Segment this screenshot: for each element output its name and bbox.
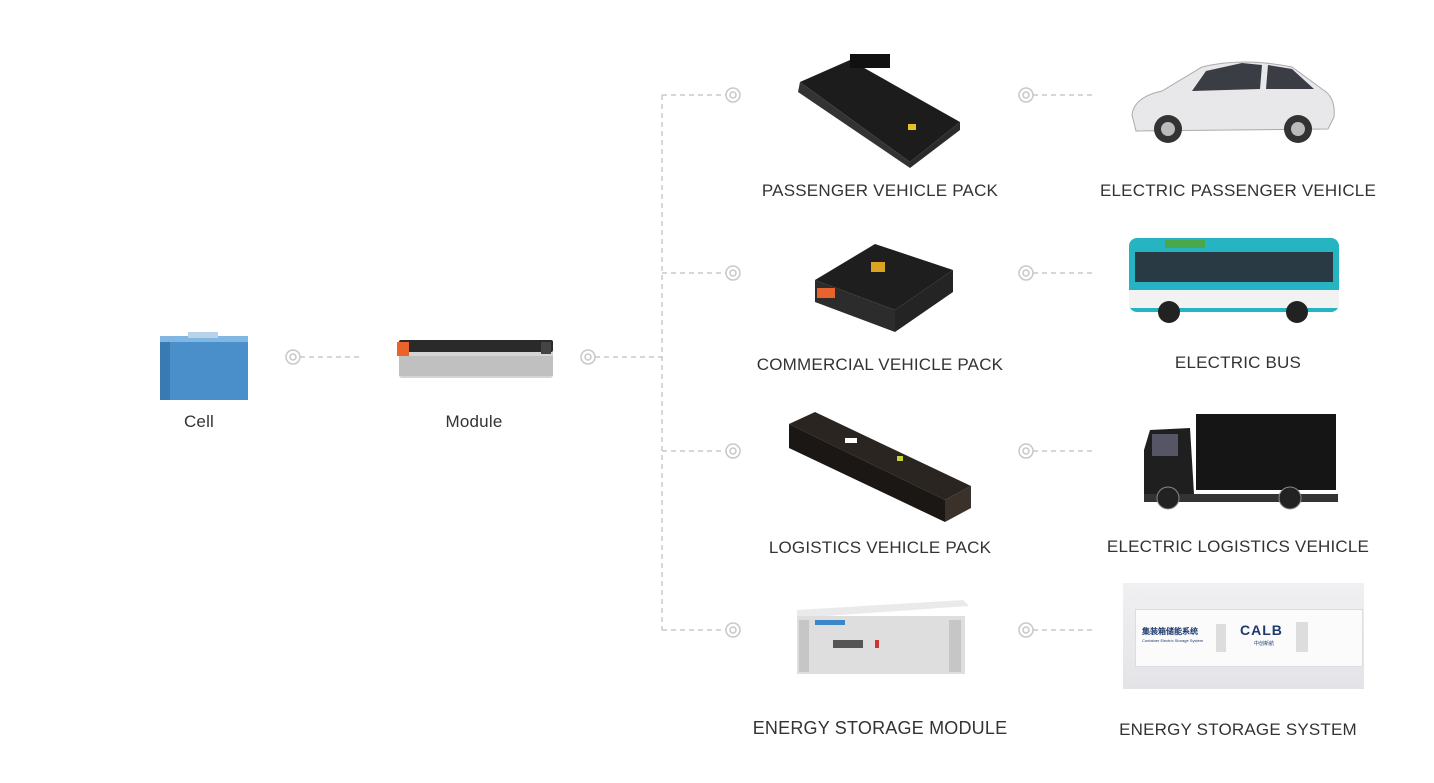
application-label: ELECTRIC PASSENGER VEHICLE [1099, 181, 1377, 200]
node-icon [725, 443, 741, 459]
electric-bus-image [1129, 238, 1339, 323]
application-label: ENERGY STORAGE SYSTEM [1119, 720, 1357, 739]
node-icon [725, 87, 741, 103]
pack-label: COMMERCIAL VEHICLE PACK [756, 355, 1004, 374]
node-icon [725, 622, 741, 638]
pack-label: ENERGY STORAGE MODULE [752, 718, 1008, 738]
energy-storage-container-image: 集装箱储能系统 Container Electric Storage Syste… [1123, 583, 1364, 689]
node-icon [1018, 265, 1034, 281]
node-icon [1018, 443, 1034, 459]
module-label: Module [445, 412, 503, 431]
logistics-truck-image [1144, 414, 1338, 510]
energy-storage-module-image [797, 600, 969, 674]
passenger-pack-image [798, 54, 960, 168]
application-label: ELECTRIC LOGISTICS VEHICLE [1106, 537, 1370, 556]
cell-image [160, 332, 248, 400]
calb-logo: CALB [1240, 622, 1283, 638]
commercial-pack-image [815, 244, 953, 332]
module-image [397, 340, 553, 378]
node-icon [580, 349, 596, 365]
node-icon [725, 265, 741, 281]
pack-label: LOGISTICS VEHICLE PACK [768, 538, 992, 557]
cell-label: Cell [183, 412, 215, 431]
pack-label: PASSENGER VEHICLE PACK [761, 181, 999, 200]
application-label: ELECTRIC BUS [1174, 353, 1302, 372]
node-icon [1018, 87, 1034, 103]
passenger-car-image [1131, 61, 1335, 143]
logistics-pack-image [789, 412, 971, 522]
node-icon [1018, 622, 1034, 638]
node-icon [285, 349, 301, 365]
